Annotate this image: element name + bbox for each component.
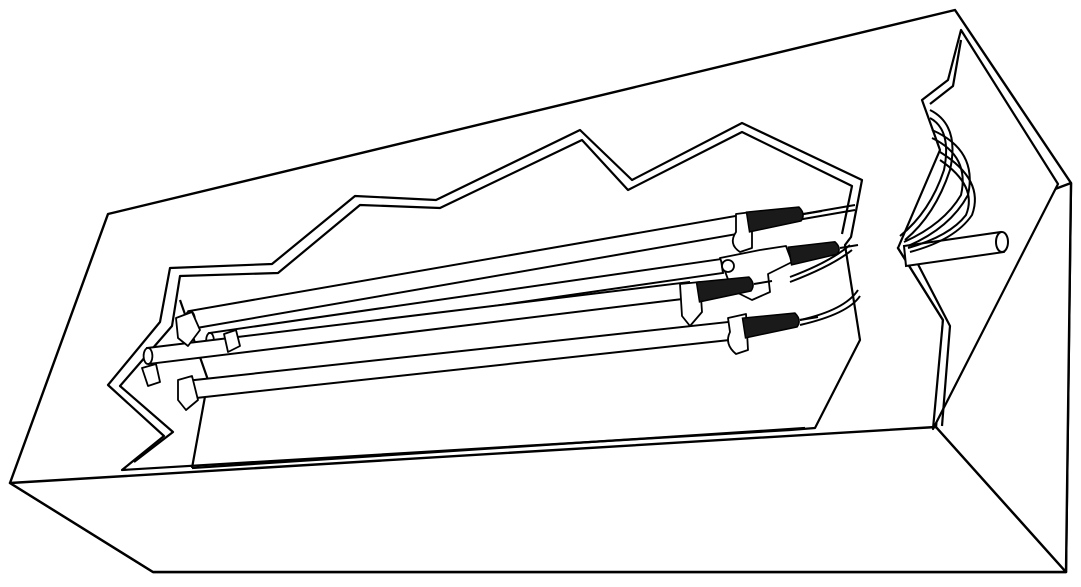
clamp-top-right bbox=[731, 211, 753, 253]
cable-1 bbox=[904, 109, 954, 241]
cable-3 bbox=[909, 151, 976, 253]
cable-3-inner bbox=[907, 159, 970, 249]
clamp-mid-left bbox=[223, 329, 241, 353]
clamp-lower-left bbox=[177, 375, 199, 411]
lamp-end-cap-3 bbox=[741, 312, 800, 339]
right-end-notch bbox=[896, 28, 1060, 431]
wire-to-lamp-2b bbox=[789, 249, 853, 283]
wire-to-lamp-2 bbox=[789, 244, 851, 278]
lamp-end-cap-3-lead bbox=[799, 316, 819, 321]
fluorescent-tube-2-left-end bbox=[142, 347, 154, 365]
cables bbox=[779, 109, 976, 326]
lamp-end-cap-4 bbox=[787, 241, 840, 266]
right-end-inner-line bbox=[907, 39, 963, 427]
right-end-inner-wall bbox=[896, 28, 1060, 431]
cable-1-inner bbox=[899, 117, 948, 237]
lamp-end-cap-2-lead bbox=[753, 280, 773, 285]
cable-2-inner bbox=[903, 137, 964, 243]
lamp-end-cap-1 bbox=[745, 206, 804, 233]
lamp-end-cap-4-lead bbox=[839, 244, 859, 249]
lamp-end-cap-1-lead bbox=[803, 210, 823, 215]
interior-back-floor bbox=[191, 426, 806, 470]
clamp-top-left bbox=[175, 311, 201, 347]
fluorescent-tubes bbox=[142, 213, 745, 401]
wire-to-lamp-3b bbox=[799, 295, 861, 326]
lamp-end-cap-2 bbox=[695, 276, 754, 303]
clamp-bottom-left bbox=[141, 363, 161, 387]
lamp-end-caps bbox=[695, 206, 859, 339]
conduit-pipe bbox=[902, 230, 1009, 268]
conduit-pipe-end bbox=[995, 231, 1009, 253]
cutaway-inner-edge bbox=[118, 130, 854, 463]
clamp-mid-bolt bbox=[721, 259, 735, 273]
